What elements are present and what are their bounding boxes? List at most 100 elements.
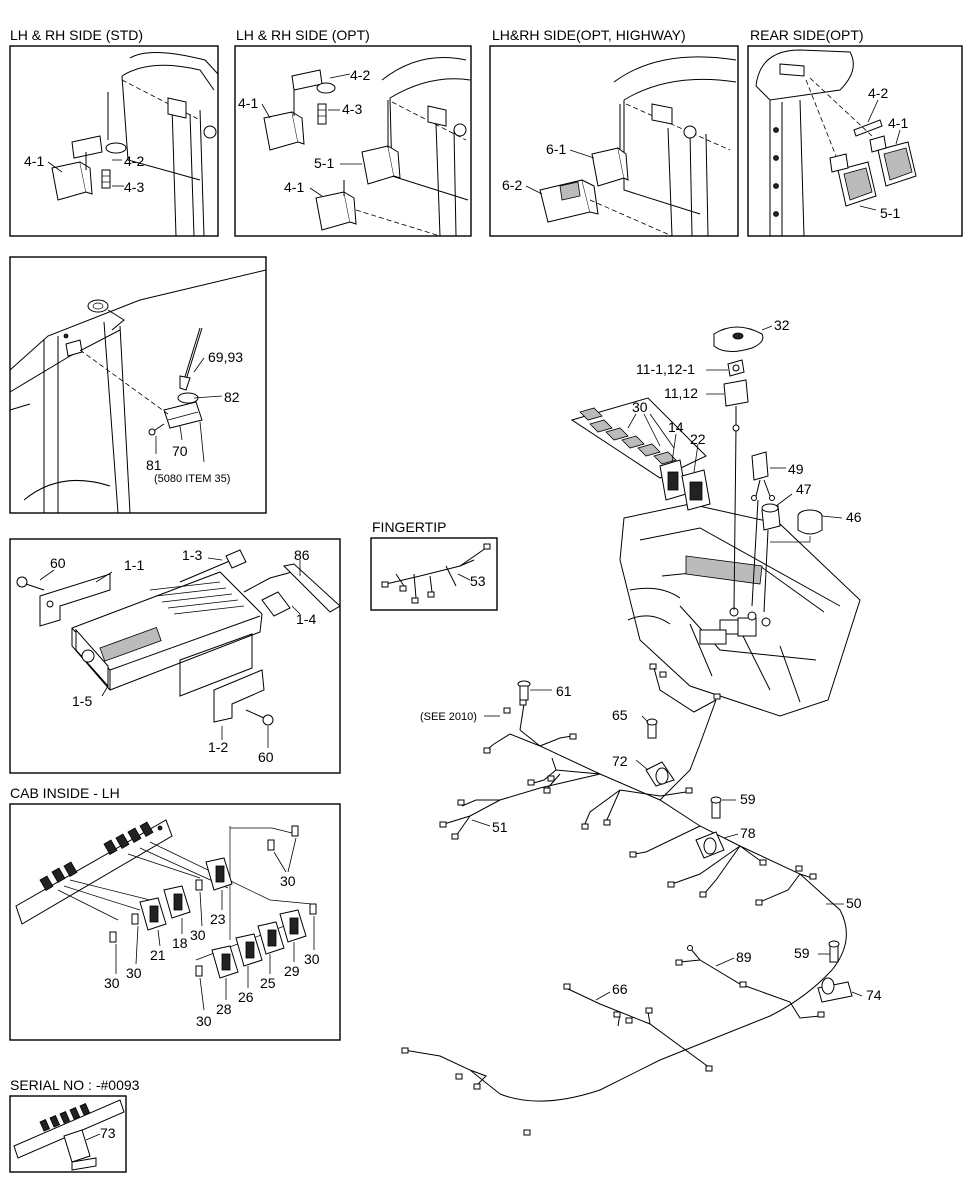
callout-label: 60 — [50, 555, 66, 571]
callout-label: 1-2 — [208, 739, 228, 755]
panel-antenna-mount: 69,93 82 70 81 (5080 ITEM 35) — [9, 256, 267, 514]
panel-title: LH&RH SIDE(OPT, HIGHWAY) — [492, 27, 686, 43]
callout-label: 26 — [238, 989, 254, 1005]
callout-label: 70 — [172, 443, 188, 459]
switch-73 — [63, 1129, 97, 1171]
cab-roof-corner — [9, 269, 267, 514]
callout-label: 50 — [846, 895, 862, 911]
key-bezel-32 — [713, 326, 764, 352]
callout-label: 1-1 — [124, 557, 144, 573]
panel-radio: 60 1-1 1-3 86 1-4 1-5 1-2 60 — [9, 538, 341, 774]
callout-label: 28 — [216, 1001, 232, 1017]
panel-title: LH & RH SIDE (STD) — [10, 27, 143, 43]
callout-label: 74 — [866, 987, 882, 1003]
callout-label: 14 — [668, 419, 684, 435]
callout-label: 1-4 — [296, 611, 316, 627]
callout-label: 4-1 — [24, 153, 44, 169]
cab-roof-outline — [613, 56, 737, 237]
callout-label: 4-3 — [342, 101, 362, 117]
harness-53 — [381, 543, 491, 604]
cab-rear-outline — [755, 49, 854, 237]
callout-label: (SEE 2010) — [420, 711, 477, 723]
callout-label: 21 — [150, 947, 166, 963]
callout-label: 30 — [126, 965, 142, 981]
callout-label: 30 — [196, 1013, 212, 1029]
bolt-65 — [646, 718, 658, 739]
work-lamp-4-1 — [263, 69, 323, 151]
power-socket-47 — [761, 503, 781, 613]
rocker-switch-23 — [205, 857, 233, 891]
main-harness-view: 32 11-1,12-1 11,12 — [401, 317, 882, 1136]
screw-60-top — [16, 576, 45, 591]
rocker-switch-21 — [139, 897, 167, 931]
panel-title: REAR SIDE(OPT) — [750, 27, 864, 43]
callout-label: 4-3 — [124, 179, 144, 195]
callout-label: 47 — [796, 481, 812, 497]
antenna-rod — [179, 327, 203, 391]
callout-label: 18 — [172, 935, 188, 951]
callout-label: 29 — [284, 963, 300, 979]
callout-label: 32 — [774, 317, 790, 333]
callout-label: 78 — [740, 825, 756, 841]
panel-frame — [489, 45, 739, 237]
radio-body-1-5 — [71, 571, 263, 697]
callout-label: 72 — [612, 753, 628, 769]
callout-label: 46 — [846, 509, 862, 525]
rocker-switch-22 — [681, 469, 711, 511]
rocker-switch-14 — [659, 459, 687, 501]
panel-cab-inside-lh: CAB INSIDE - LH — [9, 785, 341, 1041]
callout-label: 69,93 — [208, 349, 243, 365]
clamp-72 — [645, 761, 675, 787]
callout-label: 30 — [304, 951, 320, 967]
rocker-switch-28 — [211, 945, 239, 979]
rocker-switch-29 — [279, 909, 307, 943]
panel-lh-rh-side-opt: LH & RH SIDE (OPT) — [234, 27, 472, 237]
main-harness-50 — [403, 699, 847, 1102]
clamp-74 — [817, 977, 853, 1003]
switch-panel — [15, 819, 173, 925]
ignition-switch-11 — [723, 379, 749, 611]
panel-title: SERIAL NO : -#0093 — [10, 1077, 140, 1093]
callout-label: 1-3 — [182, 547, 202, 563]
callout-label: 82 — [224, 389, 240, 405]
screw-60-bottom — [245, 709, 274, 726]
callout-label: 22 — [690, 431, 706, 447]
harness-connectors — [401, 663, 817, 1136]
clamp-78 — [695, 831, 725, 859]
bolt-4-3 — [317, 103, 327, 125]
work-lamp-5-1 — [361, 100, 401, 185]
callout-label: 4-2 — [350, 67, 370, 83]
bolt-59-upper — [710, 796, 722, 819]
callout-label: 6-1 — [546, 141, 566, 157]
callout-label: 65 — [612, 707, 628, 723]
callout-label: 11-1,12-1 — [636, 361, 695, 377]
socket-cap-46 — [797, 509, 823, 535]
callout-label: 30 — [632, 399, 648, 415]
callout-label: (5080 ITEM 35) — [154, 473, 230, 485]
callout-label: 30 — [104, 975, 120, 991]
switch-panel-fragment — [13, 1099, 125, 1159]
panel-serial-no: SERIAL NO : -#0093 73 — [9, 1077, 140, 1173]
callout-label: 30 — [190, 927, 206, 943]
antenna-adapter-86 — [243, 563, 341, 613]
callout-label: 53 — [470, 573, 486, 589]
panel-frame — [9, 45, 219, 237]
callout-label: 6-2 — [502, 177, 522, 193]
screw-81 — [148, 423, 165, 436]
work-lamp-4-1 — [51, 135, 103, 201]
bolt-4-3 — [101, 169, 111, 189]
callout-label: 30 — [280, 873, 296, 889]
work-lamp-5-1 — [829, 153, 877, 207]
bracket-1-1 — [39, 573, 111, 627]
sub-harness-51 — [439, 773, 601, 840]
callout-label: 73 — [100, 1125, 116, 1141]
callout-label: 86 — [294, 547, 310, 563]
bracket-1-2 — [213, 669, 265, 723]
cab-roof-outline — [121, 51, 219, 237]
panel-frame — [747, 45, 963, 237]
callout-label: 81 — [146, 457, 162, 473]
connector-49 — [751, 451, 775, 607]
rocker-switch-25 — [257, 921, 285, 955]
dashboard-console — [619, 503, 861, 717]
work-lamp-4-1-lower — [315, 180, 357, 231]
